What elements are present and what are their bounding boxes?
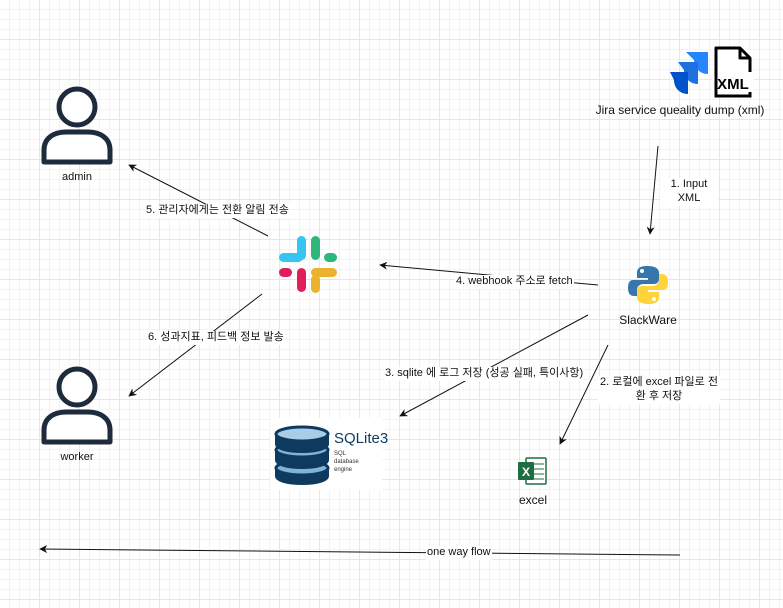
edge-6-label: 6. 성과지표, 피드백 정보 발송 bbox=[147, 331, 285, 345]
worker-label: worker bbox=[60, 451, 94, 463]
edge-1-label-line-1: 1. Input bbox=[670, 178, 708, 190]
edge-1-label: 1. Input XML bbox=[660, 178, 718, 206]
edge-1-label-line-2: XML bbox=[677, 191, 701, 204]
sqlite-subtitle-line-2: database bbox=[334, 459, 359, 465]
edge-6-arrow bbox=[128, 293, 263, 397]
edge-2-label-line-1: 2. 로컬에 excel 파일로 전 bbox=[600, 376, 718, 388]
xml-file-icon[interactable]: XML bbox=[712, 46, 754, 98]
edge-5-arrow bbox=[128, 164, 269, 237]
sqlite-database-icon bbox=[274, 425, 330, 486]
python-icon[interactable] bbox=[627, 264, 669, 306]
slackware-label: SlackWare bbox=[619, 313, 677, 327]
worker-user-icon[interactable] bbox=[40, 366, 114, 446]
admin-label: admin bbox=[62, 171, 92, 183]
edge-2-label: 2. 로컬에 excel 파일로 전 환 후 저장 bbox=[598, 376, 720, 404]
sqlite-title: SQLite3 bbox=[334, 430, 389, 447]
one-way-flow-label: one way flow bbox=[426, 546, 492, 560]
excel-badge: X bbox=[522, 465, 530, 479]
edge-3-arrow bbox=[399, 314, 589, 417]
edge-5-label: 5. 관리자에게는 전환 알림 전송 bbox=[145, 204, 290, 218]
edge-3-label: 3. sqlite 에 로그 저장 (성공 실패, 특이사항) bbox=[384, 367, 585, 381]
sqlite-subtitle-line-3: engine bbox=[334, 467, 353, 473]
jira-label: Jira service queality dump (xml) bbox=[595, 103, 765, 117]
jira-icon[interactable] bbox=[668, 50, 712, 96]
admin-user-icon[interactable] bbox=[40, 86, 114, 166]
excel-label: excel bbox=[518, 493, 547, 507]
slack-icon[interactable] bbox=[278, 235, 338, 295]
excel-icon[interactable]: X bbox=[516, 456, 548, 486]
edge-2-label-line-2: 환 후 저장 bbox=[635, 389, 683, 402]
xml-file-badge: XML bbox=[717, 76, 749, 93]
edge-2-arrow bbox=[559, 344, 609, 445]
edge-4-label: 4. webhook 주소로 fetch bbox=[455, 275, 574, 289]
sqlite-subtitle-line-1: SQL bbox=[334, 451, 347, 457]
edge-1-arrow bbox=[646, 145, 659, 235]
sqlite-logo[interactable]: SQLite3 SQL database engine bbox=[270, 418, 388, 490]
one-way-flow-arrow bbox=[39, 545, 681, 556]
